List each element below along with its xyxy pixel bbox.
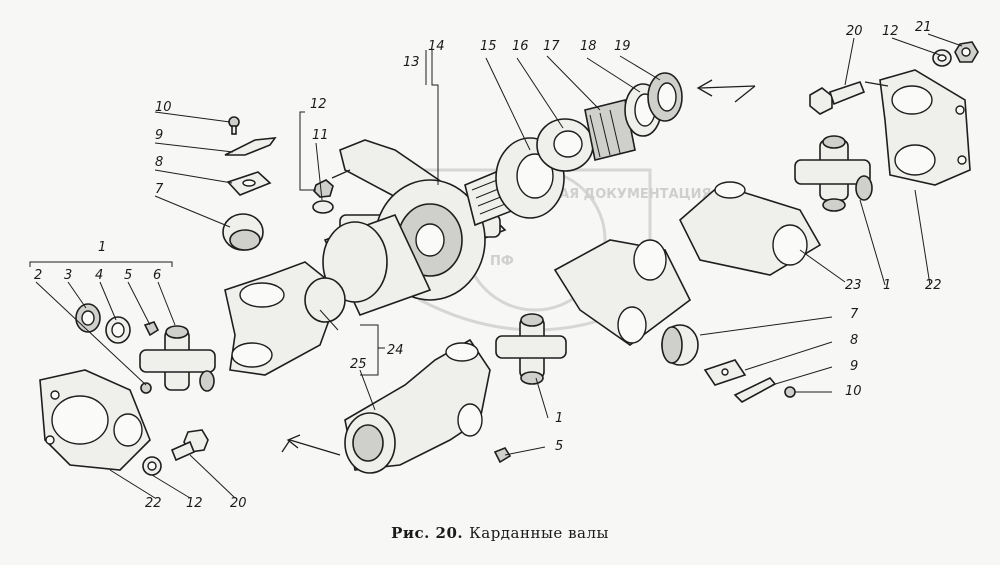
callout-17: 17 bbox=[543, 39, 560, 54]
callout-4: 4 bbox=[95, 268, 103, 283]
callout-2: 2 bbox=[34, 268, 42, 283]
callout-25: 25 bbox=[350, 357, 367, 372]
slip-yoke-23 bbox=[679, 181, 822, 276]
nut-21 bbox=[954, 41, 979, 63]
cap-7-left bbox=[222, 213, 264, 251]
flange-yoke-22-left bbox=[39, 369, 151, 471]
bolt-10-left bbox=[228, 116, 240, 135]
shaft-tube bbox=[322, 214, 432, 316]
watermark-logo: ПФ bbox=[490, 254, 514, 269]
callout-8-left: 8 bbox=[155, 155, 163, 170]
bearing-ring-16 bbox=[536, 118, 594, 172]
callout-21: 21 bbox=[915, 20, 932, 35]
callout-1-right: 1 bbox=[883, 278, 891, 293]
cover-plate-8-left bbox=[226, 171, 272, 196]
fitting-5-left bbox=[143, 321, 160, 337]
callout-5-bottom: 5 bbox=[555, 439, 563, 454]
callout-5-left: 5 bbox=[124, 268, 132, 283]
washer-12-bottom bbox=[142, 456, 162, 476]
ring-4 bbox=[105, 316, 131, 344]
callout-10-left: 10 bbox=[155, 100, 172, 115]
sleeve-yoke-25 bbox=[344, 338, 491, 474]
callout-19: 19 bbox=[614, 39, 631, 54]
figure-title: Карданные валы bbox=[469, 524, 609, 542]
lock-plate-9-left bbox=[224, 137, 277, 156]
callout-6: 6 bbox=[153, 268, 161, 283]
flange-yoke-22-right bbox=[879, 69, 971, 186]
callout-1-left: 1 bbox=[98, 240, 106, 255]
callout-12-top: 12 bbox=[310, 97, 327, 112]
yoke-24 bbox=[224, 261, 346, 376]
leader-lines bbox=[29, 33, 963, 499]
callout-18: 18 bbox=[580, 39, 597, 54]
cross-spider-6 bbox=[139, 325, 216, 392]
callout-20-bottom: 20 bbox=[230, 496, 247, 511]
callout-12-bottom: 12 bbox=[186, 496, 203, 511]
bolt-20-top bbox=[809, 81, 866, 115]
callout-11: 11 bbox=[312, 128, 329, 143]
callout-9-left: 9 bbox=[155, 128, 163, 143]
direction-arrow-bottom bbox=[281, 434, 341, 456]
figure-number: Рис. 20. bbox=[391, 524, 464, 542]
cross-spider-1-center bbox=[495, 313, 567, 385]
callout-24: 24 bbox=[387, 343, 404, 358]
seal-3 bbox=[75, 303, 101, 333]
yoke-left-of-23 bbox=[553, 239, 692, 346]
callout-15: 15 bbox=[480, 39, 497, 54]
figure-caption: Рис. 20. Карданные валы bbox=[0, 524, 1000, 542]
cover-plate-8-right bbox=[703, 359, 747, 386]
callout-10-right: 10 bbox=[845, 384, 862, 399]
callout-23: 23 bbox=[845, 278, 862, 293]
callout-1-center: 1 bbox=[555, 411, 563, 426]
callout-12-right: 12 bbox=[882, 24, 899, 39]
direction-arrow-top bbox=[696, 79, 756, 103]
grease-fitting-12-11 bbox=[312, 179, 334, 214]
cap-7-right bbox=[661, 324, 699, 366]
callout-7-left: 7 bbox=[155, 182, 164, 197]
callout-labels: 10 9 8 7 12 11 13 14 15 16 17 18 19 20 1… bbox=[34, 20, 942, 511]
washer-12-top bbox=[932, 49, 952, 67]
fitting-5-bottom bbox=[493, 447, 512, 464]
small-arrow-bearing bbox=[331, 169, 351, 179]
fitting-2 bbox=[140, 382, 152, 394]
bolt-10-right bbox=[784, 386, 796, 398]
small-arrow-yoke bbox=[864, 81, 889, 87]
callout-3: 3 bbox=[64, 268, 72, 283]
bearing-17 bbox=[584, 99, 636, 161]
callout-7-right: 7 bbox=[850, 307, 859, 322]
callout-13: 13 bbox=[403, 55, 420, 70]
callout-14: 14 bbox=[428, 39, 445, 54]
nut-19 bbox=[647, 72, 683, 122]
callout-16: 16 bbox=[512, 39, 529, 54]
callout-22-right: 22 bbox=[925, 278, 942, 293]
callout-9-right: 9 bbox=[850, 359, 858, 374]
lock-plate-9-right bbox=[733, 377, 777, 403]
cross-spider-1-right bbox=[794, 135, 873, 212]
callout-20-top: 20 bbox=[846, 24, 863, 39]
bolt-20-bottom bbox=[170, 429, 209, 462]
callout-22-left: 22 bbox=[145, 496, 162, 511]
callout-8-right: 8 bbox=[850, 333, 858, 348]
